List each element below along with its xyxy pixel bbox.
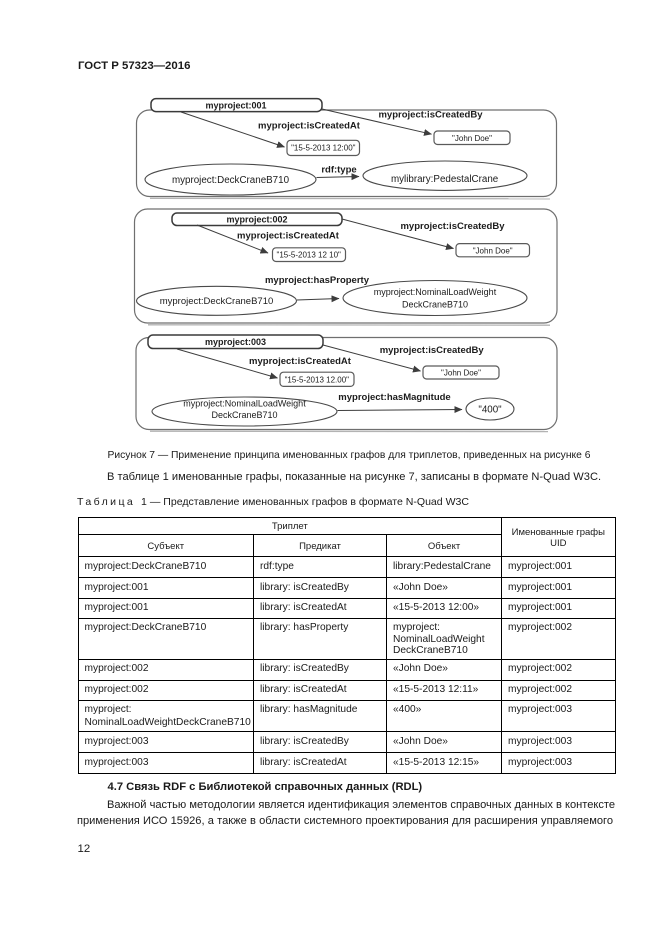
svg-text:rdf:type: rdf:type bbox=[321, 165, 356, 176]
svg-text:"400": "400" bbox=[478, 404, 502, 415]
svg-text:myproject:hasMagnitude: myproject:hasMagnitude bbox=[338, 392, 450, 403]
svg-text:myproject:isCreatedBy: myproject:isCreatedBy bbox=[378, 109, 483, 120]
svg-text:myproject:DeckCraneB710: myproject:DeckCraneB710 bbox=[172, 175, 290, 186]
svg-text:myproject:isCreatedAt: myproject:isCreatedAt bbox=[237, 231, 340, 242]
svg-text:myproject:001: myproject:001 bbox=[205, 100, 266, 110]
svg-text:"15-5-2013 12:00": "15-5-2013 12:00" bbox=[291, 144, 356, 153]
svg-text:"15-5-2013 12 10": "15-5-2013 12 10" bbox=[276, 251, 341, 260]
svg-text:"John Doe": "John Doe" bbox=[473, 246, 513, 255]
svg-text:myproject:isCreatedAt: myproject:isCreatedAt bbox=[249, 356, 352, 367]
svg-text:mylibrary:PedestalCrane: mylibrary:PedestalCrane bbox=[391, 174, 499, 185]
svg-text:myproject:DeckCraneB710: myproject:DeckCraneB710 bbox=[160, 296, 274, 307]
svg-text:myproject:isCreatedBy: myproject:isCreatedBy bbox=[380, 345, 485, 356]
svg-text:myproject:isCreatedAt: myproject:isCreatedAt bbox=[258, 121, 361, 132]
svg-text:myproject:isCreatedBy: myproject:isCreatedBy bbox=[400, 221, 505, 232]
svg-text:"15-5-2013 12.00": "15-5-2013 12.00" bbox=[285, 376, 350, 385]
svg-text:"John Doe": "John Doe" bbox=[452, 134, 492, 143]
svg-text:DeckCraneB710: DeckCraneB710 bbox=[211, 410, 277, 420]
svg-text:myproject:hasProperty: myproject:hasProperty bbox=[265, 275, 370, 286]
svg-text:myproject:003: myproject:003 bbox=[205, 337, 266, 347]
svg-text:DeckCraneB710: DeckCraneB710 bbox=[402, 300, 468, 310]
svg-text:"John Doe": "John Doe" bbox=[441, 369, 481, 378]
svg-text:myproject:002: myproject:002 bbox=[226, 215, 287, 225]
svg-text:myproject:NominalLoadWeight: myproject:NominalLoadWeight bbox=[374, 287, 497, 297]
svg-text:myproject:NominalLoadWeight: myproject:NominalLoadWeight bbox=[183, 398, 306, 408]
